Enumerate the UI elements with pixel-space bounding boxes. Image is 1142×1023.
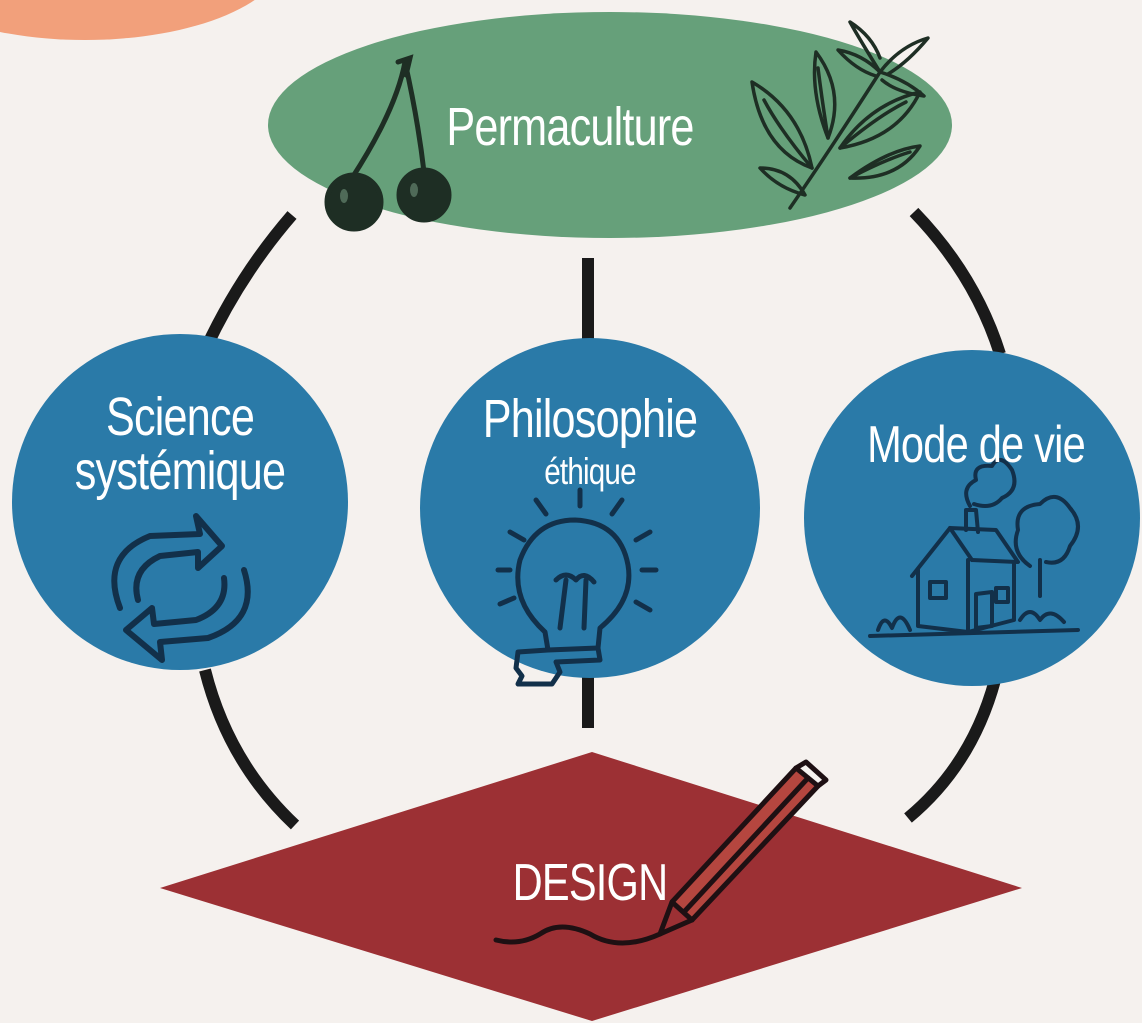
design-label: DESIGN bbox=[512, 854, 668, 912]
mode-de-vie-label: Mode de vie bbox=[867, 416, 1086, 474]
ethique-sublabel: éthique bbox=[544, 451, 636, 492]
science-circle bbox=[12, 334, 348, 670]
leafy-branch-icon bbox=[750, 20, 930, 210]
cycle-arrows-icon bbox=[111, 513, 251, 663]
science-label-line1: Science bbox=[105, 387, 255, 447]
philosophie-circle bbox=[420, 338, 760, 678]
connector-arc-top-left bbox=[200, 211, 297, 351]
philosophie-label: Philosophie bbox=[482, 389, 698, 449]
connector-arc-top-right bbox=[909, 207, 1006, 356]
pencil-icon bbox=[493, 759, 829, 946]
connector-arc-bottom-right bbox=[904, 678, 1001, 823]
cherries-icon bbox=[324, 54, 452, 232]
permaculture-label: Permaculture bbox=[446, 97, 694, 157]
science-systemique-label: Science systémique bbox=[52, 390, 308, 498]
connectors bbox=[199, 207, 1006, 830]
lightbulb-icon bbox=[495, 487, 659, 687]
house-icon bbox=[868, 458, 1080, 638]
design-diamond bbox=[160, 752, 1022, 1021]
mode-de-vie-circle bbox=[804, 350, 1140, 686]
corner-blob bbox=[0, 0, 255, 40]
connector-arc-bottom-left bbox=[199, 668, 300, 830]
science-label-line2: systémique bbox=[74, 441, 286, 501]
